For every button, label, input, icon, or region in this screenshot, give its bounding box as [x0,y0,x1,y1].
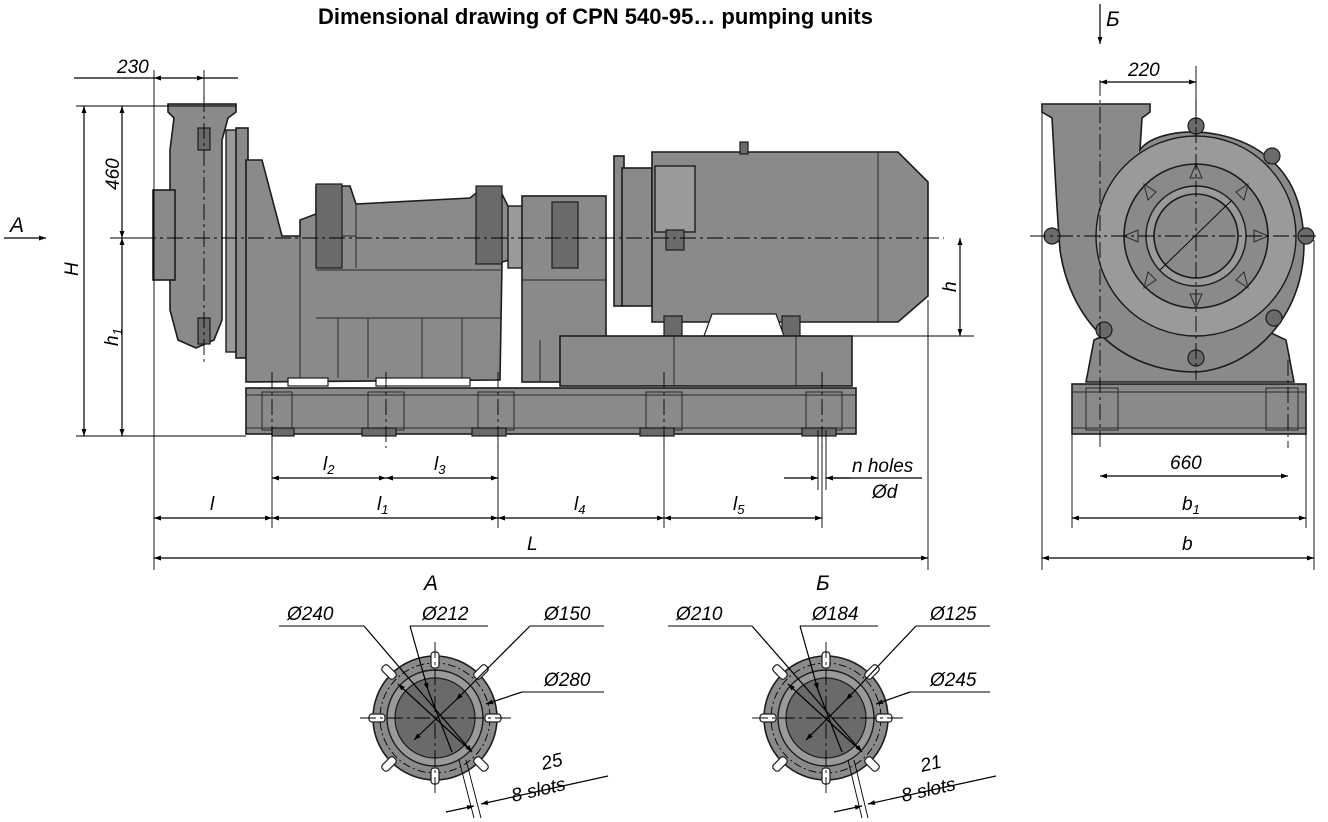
pump-inlet-flange [152,189,176,281]
dim-l5: l5 [733,494,745,517]
flange-a-d212: Ø212 [421,604,469,625]
flange-b-label: Б [816,572,830,595]
dim-220: 220 [1127,60,1160,81]
section-arrow-b-label: Б [1106,8,1120,31]
flange-b-d184: Ø184 [811,604,858,625]
motor-base [559,335,853,387]
dim-l: l [210,494,215,515]
dim-230: 230 [116,57,149,78]
front-view: Б 220 660 b1 b [1030,4,1320,570]
flange-b-d125: Ø125 [929,604,977,625]
dim-b: b [1182,534,1193,555]
dim-l4: l4 [574,494,585,517]
flange-b-view: Б Ø210 Ø184 Ø125 Ø245 [668,572,997,819]
side-view: A 230 460 H h1 h l2 l3 [4,57,974,570]
dim-660: 660 [1170,453,1202,474]
base-frame [245,387,857,435]
bearing-bracket [245,159,511,383]
dim-b1: b1 [1182,494,1200,517]
flange-a-view: A Ø240 Ø212 Ø150 Ø280 [279,572,609,819]
flange-a-d150: Ø150 [543,604,591,625]
flange-b-slot-width: 21 [917,752,943,777]
dim-l3: l3 [434,454,446,477]
dim-h: h [940,281,961,292]
dim-H: H [62,262,83,276]
dim-L: L [527,534,538,555]
page-title: Dimensional drawing of CPN 540-95… pumpi… [318,4,873,29]
flange-a-label: A [422,572,438,595]
dim-l1: l1 [377,494,388,517]
coupling [551,201,579,269]
dim-h1: h1 [102,328,125,346]
flange-a-d240: Ø240 [286,604,334,625]
terminal-box [654,165,696,233]
flange-b-slots: 8 slots [899,774,958,807]
flange-a-slot-width: 25 [538,750,565,776]
flange-b-d245: Ø245 [929,670,977,691]
section-arrow-a-label: A [8,214,24,237]
flange-a-slots: 8 slots [509,774,568,807]
holes-diameter: Ød [871,482,899,503]
holes-label: n holes [852,456,914,477]
dim-460: 460 [103,158,124,190]
motor [651,151,929,323]
flange-a-d280: Ø280 [543,670,591,691]
dim-l2: l2 [323,454,335,477]
flange-b-d210: Ø210 [675,604,723,625]
